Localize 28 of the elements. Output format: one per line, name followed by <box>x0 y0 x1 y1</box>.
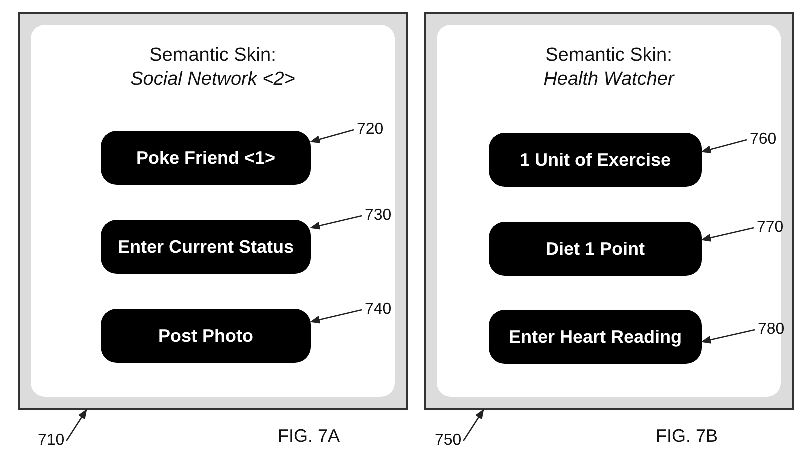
skin-name: Health Watcher <box>542 69 676 91</box>
action-button: 1 Unit of Exercise <box>489 133 702 187</box>
figure-label: FIG. 7A <box>278 426 340 447</box>
callout-number: 780 <box>758 321 785 339</box>
skin-name: Social Network <2> <box>130 69 296 91</box>
callout-number: 720 <box>357 121 384 139</box>
action-button: Enter Current Status <box>101 220 311 274</box>
figure-label: FIG. 7B <box>656 426 718 447</box>
leader-arrow <box>310 309 362 324</box>
leader-arrow <box>66 409 88 442</box>
action-button: Enter Heart Reading <box>489 310 702 364</box>
action-button: Diet 1 Point <box>489 222 702 276</box>
leader-arrow <box>701 329 756 344</box>
action-button: Post Photo <box>101 309 311 363</box>
leader-arrow <box>701 227 754 242</box>
callout-number: 760 <box>750 131 777 149</box>
leader-arrow <box>310 215 362 230</box>
leader-arrow <box>701 139 748 154</box>
screen-title: Semantic Skin: <box>544 45 674 67</box>
leader-arrow <box>463 409 484 442</box>
screen-title: Semantic Skin: <box>148 45 278 67</box>
callout-number: 740 <box>365 301 392 319</box>
callout-number: 710 <box>38 432 65 450</box>
callout-number: 770 <box>757 219 784 237</box>
leader-arrow <box>310 129 354 144</box>
callout-number: 750 <box>435 432 462 450</box>
callout-number: 730 <box>365 207 392 225</box>
action-button: Poke Friend <1> <box>101 131 311 185</box>
